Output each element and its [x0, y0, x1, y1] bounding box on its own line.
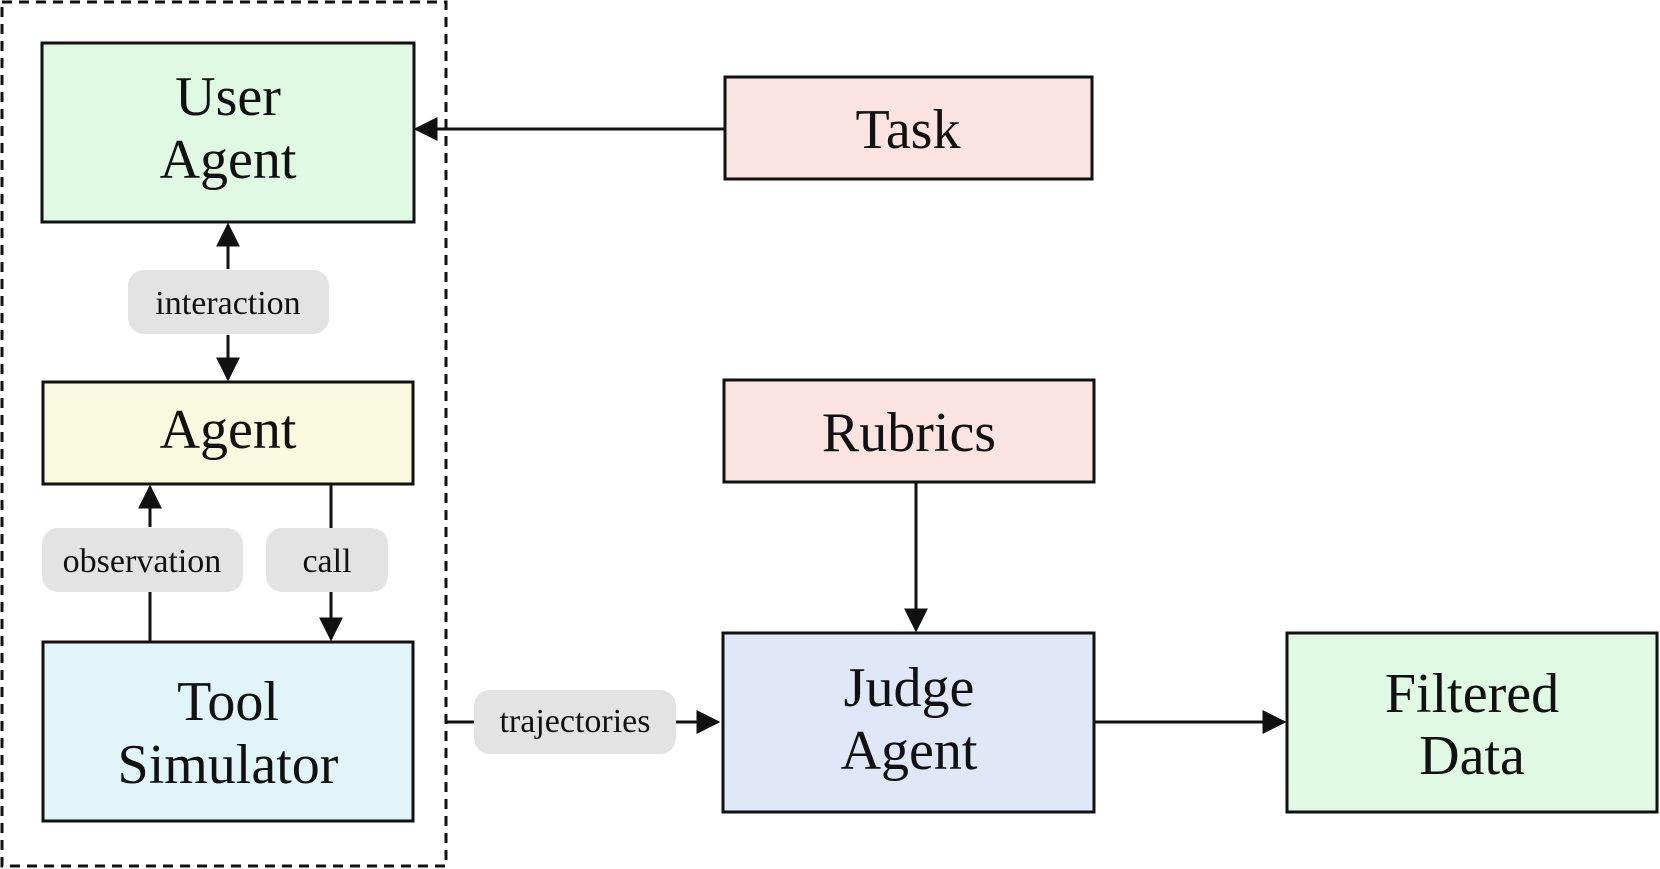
rubrics-label: Rubrics — [822, 402, 996, 464]
interaction-label: interaction — [155, 285, 300, 322]
task-node: Task — [723, 75, 1094, 181]
judge-agent-label-line1: Judge — [844, 657, 975, 719]
judge-agent-box — [721, 631, 1096, 814]
rubrics-box — [722, 378, 1096, 484]
filtered-data-box — [1285, 631, 1659, 814]
call-label-bg — [266, 528, 388, 592]
observation-label-bg — [42, 528, 243, 592]
judge-agent-node: Judge Agent — [721, 631, 1096, 814]
user-agent-label-line1: User — [175, 66, 281, 128]
interaction-edge-label: interaction — [128, 270, 329, 334]
tool-simulator-box — [41, 640, 415, 823]
interaction-label-bg — [128, 270, 329, 334]
simulation-group-border — [0, 0, 448, 868]
agent-box — [41, 380, 415, 486]
tool-simulator-label-line1: Tool — [177, 671, 279, 733]
call-label: call — [302, 543, 351, 580]
filtered-data-node: Filtered Data — [1285, 631, 1659, 814]
user-agent-label-line2: Agent — [160, 129, 297, 191]
trajectories-label-bg — [474, 690, 676, 754]
task-label: Task — [856, 99, 961, 161]
observation-edge-label: observation — [42, 528, 243, 592]
user-agent-box — [40, 41, 416, 224]
trajectories-edge-label: trajectories — [474, 690, 676, 754]
rubrics-node: Rubrics — [722, 378, 1096, 484]
observation-label: observation — [63, 543, 222, 580]
filtered-data-label-line2: Data — [1419, 725, 1525, 787]
agent-node: Agent — [41, 380, 415, 486]
trajectories-label: trajectories — [499, 703, 650, 740]
agent-label: Agent — [160, 399, 297, 461]
judge-agent-label-line2: Agent — [841, 720, 978, 782]
tool-simulator-label-line2: Simulator — [118, 734, 339, 796]
filtered-data-label-line1: Filtered — [1385, 663, 1559, 725]
tool-simulator-node: Tool Simulator — [41, 640, 415, 823]
user-agent-node: User Agent — [40, 41, 416, 224]
call-edge-label: call — [266, 528, 388, 592]
